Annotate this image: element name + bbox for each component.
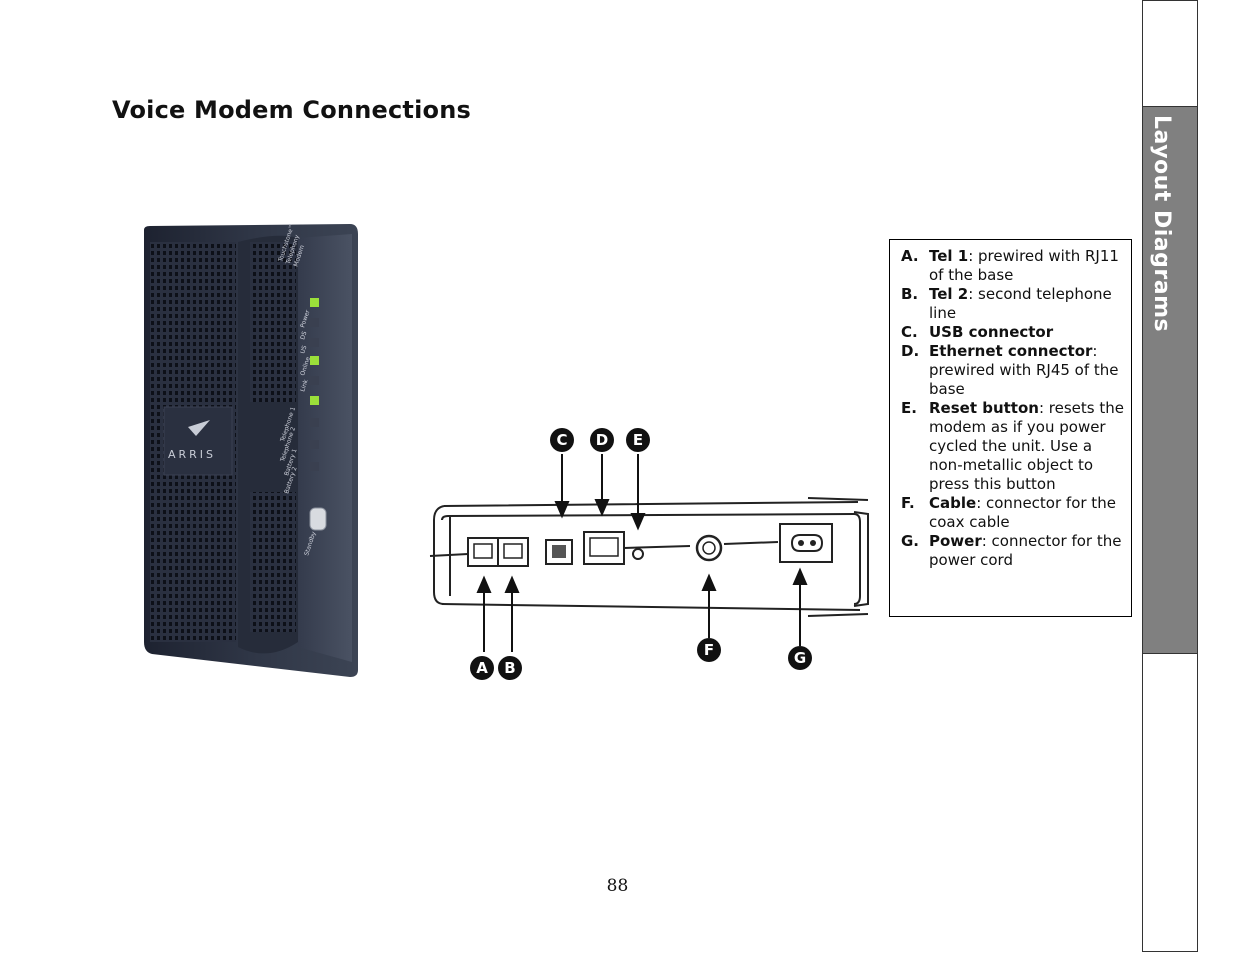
page-number: 88 bbox=[606, 876, 629, 896]
ethernet-port bbox=[583, 531, 625, 565]
svg-text:E: E bbox=[633, 431, 643, 449]
arris-logo-icon bbox=[188, 420, 210, 436]
led-online bbox=[310, 356, 319, 365]
legend-description: : prewired with RJ45 of the base bbox=[929, 342, 1119, 398]
side-tab-active-section[interactable] bbox=[1143, 106, 1197, 654]
svg-text:G: G bbox=[794, 649, 806, 667]
power-connector bbox=[779, 523, 833, 563]
connection-legend: A. Tel 1: prewired with RJ11 of the base… bbox=[889, 239, 1132, 617]
rear-panel-diagram: C D E A B F G bbox=[429, 428, 869, 680]
legend-description: : connector for the coax cable bbox=[929, 494, 1116, 531]
callout-c: C bbox=[550, 428, 574, 452]
indicator-label-link: Link bbox=[299, 378, 310, 392]
tel-1-port bbox=[467, 537, 499, 567]
svg-text:A: A bbox=[476, 659, 488, 677]
led-us bbox=[310, 338, 319, 347]
led-ds bbox=[310, 318, 319, 327]
side-tab-label[interactable]: Layout Diagrams bbox=[1149, 115, 1174, 333]
legend-item: D. Ethernet connector: prewired with RJ4… bbox=[901, 342, 1125, 399]
legend-description: : second telephone line bbox=[929, 285, 1112, 322]
callout-d: D bbox=[590, 428, 614, 452]
legend-letter: D. bbox=[901, 342, 920, 360]
svg-text:B: B bbox=[504, 659, 515, 677]
led-telephone-2 bbox=[310, 418, 319, 427]
legend-letter: C. bbox=[901, 323, 918, 341]
legend-item: F. Cable: connector for the coax cable bbox=[901, 494, 1125, 532]
led-link bbox=[310, 376, 319, 385]
svg-text:C: C bbox=[556, 431, 567, 449]
legend-item: E. Reset button: resets the modem as if … bbox=[901, 399, 1125, 494]
legend-letter: G. bbox=[901, 532, 920, 550]
modem-indicators: Power DS US Online Link Telephone 1 Tele… bbox=[279, 298, 319, 495]
legend-term: Reset button bbox=[929, 399, 1039, 417]
callout-a: A bbox=[470, 656, 494, 680]
callout-b: B bbox=[498, 656, 522, 680]
callout-arrows bbox=[476, 454, 808, 652]
usb-port bbox=[545, 539, 573, 565]
legend-item: C. USB connector bbox=[901, 323, 1125, 342]
led-battery-2 bbox=[310, 462, 319, 471]
legend-term: Cable bbox=[929, 494, 977, 512]
page-title: Voice Modem Connections bbox=[112, 96, 471, 124]
cable-connector bbox=[695, 534, 723, 562]
legend-letter: E. bbox=[901, 399, 917, 417]
legend-letter: A. bbox=[901, 247, 919, 265]
legend-item: G. Power: connector for the power cord bbox=[901, 532, 1125, 570]
legend-letter: B. bbox=[901, 285, 919, 303]
legend-term: Tel 1 bbox=[929, 247, 969, 265]
led-power bbox=[310, 298, 319, 307]
reset-button-hole bbox=[632, 548, 644, 560]
legend-term: Tel 2 bbox=[929, 285, 969, 303]
svg-text:D: D bbox=[596, 431, 608, 449]
legend-letter: F. bbox=[901, 494, 915, 512]
legend-term: USB connector bbox=[929, 323, 1054, 341]
modem-brand: ARRIS bbox=[168, 448, 216, 461]
side-tab[interactable]: Layout Diagrams bbox=[1142, 0, 1198, 952]
legend-term: Ethernet connector bbox=[929, 342, 1093, 360]
led-telephone-1 bbox=[310, 396, 319, 405]
legend-description: : prewired with RJ11 of the base bbox=[929, 247, 1119, 284]
legend-term: Power bbox=[929, 532, 982, 550]
standby-button bbox=[309, 507, 327, 531]
indicator-label-us: US bbox=[299, 344, 308, 354]
tel-2-port bbox=[497, 537, 529, 567]
svg-text:F: F bbox=[704, 641, 714, 659]
led-battery-1 bbox=[310, 440, 319, 449]
legend-item: A. Tel 1: prewired with RJ11 of the base bbox=[901, 247, 1125, 285]
legend-description: : connector for the power cord bbox=[929, 532, 1122, 569]
callout-e: E bbox=[626, 428, 650, 452]
callout-f: F bbox=[697, 638, 721, 662]
indicator-label-ds: DS bbox=[299, 330, 308, 340]
modem-photo: ARRIS Touchstone™ Telephony Modem Power … bbox=[144, 223, 358, 677]
legend-description: : resets the modem as if you power cycle… bbox=[929, 399, 1124, 493]
legend-item: B. Tel 2: second telephone line bbox=[901, 285, 1125, 323]
callout-g: G bbox=[788, 646, 812, 670]
